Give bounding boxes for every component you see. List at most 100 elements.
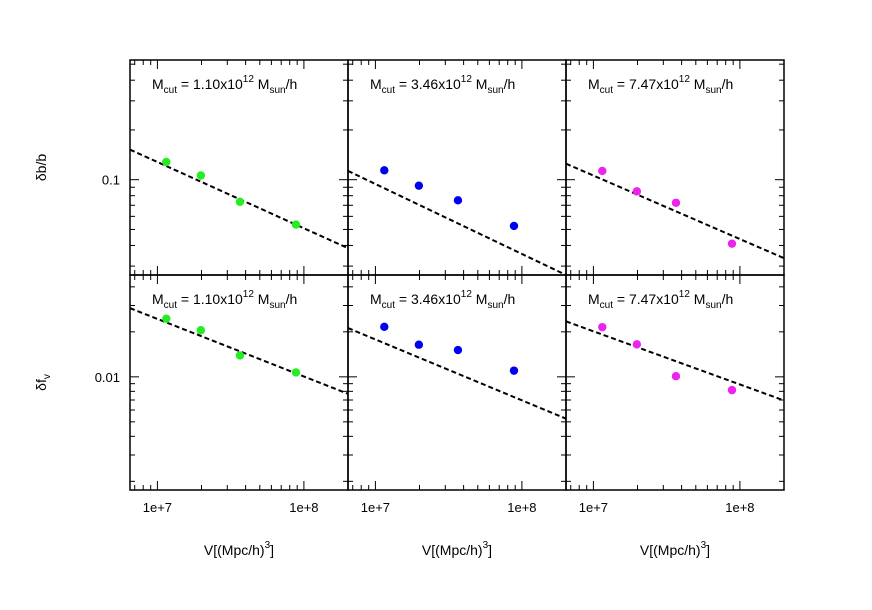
fit-line [566, 320, 784, 402]
mcut-annotation: Mcut = 7.47x1012 Msun/h [588, 289, 733, 311]
data-point [727, 385, 737, 395]
panel-r1-c1 [347, 274, 567, 491]
data-point [598, 166, 607, 176]
panel-data-r0-c0: Mcut = 1.10x1012 Msun/h [130, 74, 348, 250]
x-axis-label: V[(Mpc/h)3] [204, 540, 274, 558]
data-point [509, 366, 519, 375]
mcut-subscript: cut [164, 85, 178, 96]
x-tick-label: 1e+7 [579, 500, 608, 515]
mcut-subscript: cut [600, 300, 614, 311]
mcut-exponent: 12 [679, 289, 691, 300]
x-axis-label-end: ] [488, 542, 492, 558]
mcut-symbol: M [152, 76, 164, 92]
mcut-unit-subscript: sun [487, 300, 503, 311]
mcut-symbol: M [152, 291, 164, 307]
mcut-value: = 1.10x10 [177, 76, 243, 92]
mcut-unit: M [472, 76, 488, 92]
x-tick-label: 1e+7 [361, 500, 390, 515]
mcut-unit-tail: /h [722, 76, 734, 92]
y-axis-label-base: δf [33, 379, 49, 391]
data-point [235, 197, 245, 206]
data-point [235, 351, 245, 360]
mcut-symbol: M [370, 291, 382, 307]
data-point [671, 371, 681, 381]
mcut-subscript: cut [382, 300, 396, 311]
mcut-subscript: cut [382, 85, 396, 96]
mcut-unit: M [472, 291, 488, 307]
y-axis-label-base: δb/b [33, 154, 49, 181]
mcut-exponent: 12 [679, 74, 691, 85]
fit-line [566, 162, 784, 260]
x-axis-label: V[(Mpc/h)3] [422, 540, 492, 558]
panel-frame [565, 274, 785, 491]
data-point [380, 166, 389, 175]
data-point [291, 220, 301, 229]
mcut-exponent: 12 [461, 74, 473, 85]
x-tick-label: 1e+8 [289, 500, 318, 515]
x-axis-label-sup: 3 [483, 540, 489, 551]
data-point [509, 221, 519, 231]
y-axis-label: δb/b [33, 154, 49, 181]
mcut-unit-subscript: sun [487, 85, 503, 96]
mcut-subscript: cut [164, 300, 178, 311]
mcut-exponent: 12 [243, 289, 255, 300]
panel-data-r1-c2: Mcut = 7.47x1012 Msun/h [566, 289, 784, 402]
data-point [380, 322, 389, 332]
data-point [414, 181, 424, 190]
data-point [162, 157, 171, 167]
y-tick-label: 0.01 [95, 370, 120, 385]
mcut-unit-subscript: sun [269, 300, 285, 311]
x-axis-label: V[(Mpc/h)3] [640, 540, 710, 558]
data-point [727, 239, 737, 248]
mcut-unit-tail: /h [504, 291, 516, 307]
mcut-unit-tail: /h [286, 291, 298, 307]
panel-data-r1-c1: Mcut = 3.46x1012 Msun/h [348, 289, 566, 420]
mcut-unit-tail: /h [722, 291, 734, 307]
mcut-value: = 7.47x10 [613, 76, 679, 92]
mcut-value: = 3.46x10 [395, 291, 461, 307]
mcut-unit: M [690, 291, 706, 307]
x-tick-label: 1e+8 [725, 500, 754, 515]
mcut-unit-subscript: sun [269, 85, 285, 96]
x-axis-label-sup: 3 [701, 540, 707, 551]
data-point [632, 340, 642, 349]
mcut-annotation: Mcut = 7.47x1012 Msun/h [588, 74, 733, 96]
data-point [632, 187, 642, 196]
mcut-symbol: M [370, 76, 382, 92]
data-point [162, 314, 171, 323]
mcut-exponent: 12 [243, 74, 255, 85]
panel-data-r0-c1: Mcut = 3.46x1012 Msun/h [348, 74, 566, 275]
data-point [196, 326, 206, 335]
data-point [196, 171, 206, 180]
panel-data-r0-c2: Mcut = 7.47x1012 Msun/h [566, 74, 784, 260]
panel-data-r1-c0: Mcut = 1.10x1012 Msun/h [130, 289, 348, 395]
x-axis-label-end: ] [706, 542, 710, 558]
mcut-subscript: cut [600, 85, 614, 96]
y-axis-label-sub: v [42, 374, 53, 379]
mcut-annotation: Mcut = 1.10x1012 Msun/h [152, 74, 297, 96]
mcut-unit-subscript: sun [705, 85, 721, 96]
mcut-value: = 7.47x10 [613, 291, 679, 307]
data-point [598, 322, 607, 332]
x-axis-label-base: V[(Mpc/h) [422, 542, 483, 558]
x-axis-label-sup: 3 [265, 540, 271, 551]
mcut-unit: M [254, 76, 270, 92]
x-tick-label: 1e+7 [143, 500, 172, 515]
mcut-value: = 1.10x10 [177, 291, 243, 307]
mcut-annotation: Mcut = 1.10x1012 Msun/h [152, 289, 297, 311]
data-point [291, 368, 301, 377]
mcut-exponent: 12 [461, 289, 473, 300]
mcut-unit-subscript: sun [705, 300, 721, 311]
fit-line [348, 327, 566, 420]
fit-line [348, 170, 566, 275]
mcut-annotation: Mcut = 3.46x1012 Msun/h [370, 289, 515, 311]
mcut-unit-tail: /h [286, 76, 298, 92]
panel-r0-c2 [565, 59, 785, 276]
data-point [453, 196, 463, 205]
panel-r1-c2 [565, 274, 785, 491]
mcut-value: = 3.46x10 [395, 76, 461, 92]
data-point [453, 345, 463, 355]
x-axis-label-base: V[(Mpc/h) [204, 542, 265, 558]
fit-line [130, 307, 348, 395]
